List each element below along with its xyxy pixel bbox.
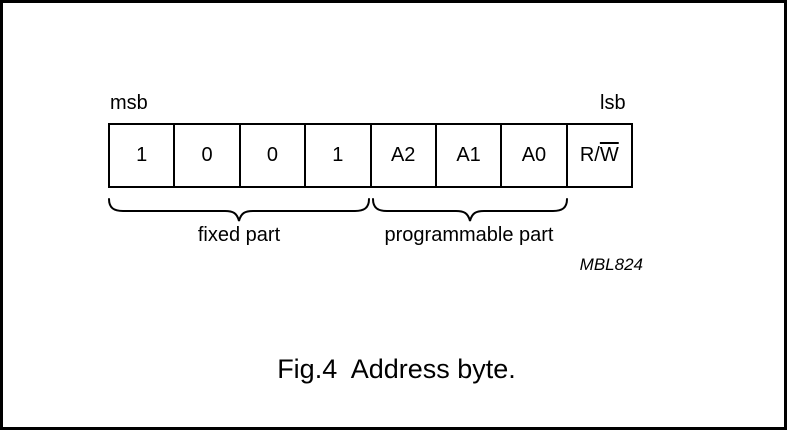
bit-cell-4: 1 [304,125,369,186]
figure-code: MBL824 [579,255,643,274]
bit-cell-6: 0 [173,125,238,186]
bit-value: A0 [521,144,547,166]
figure-caption: Fig.4 Address byte. [277,354,516,384]
msb-label: msb [110,92,148,114]
bit-value: 1 [136,144,148,166]
bit-cell-3: A2 [369,125,435,186]
bit-value: 0 [266,144,278,166]
programmable-part-brace [372,198,568,222]
fixed-part-label: fixed part [197,224,281,246]
bit-cell-2: A1 [434,125,500,186]
bit-value: 1 [332,144,344,166]
bit-cell-7: 1 [110,125,173,186]
lsb-label: lsb [600,92,626,114]
programmable-part-label: programmable part [384,224,554,246]
bit-cell-5: 0 [238,125,304,186]
bit-value: A2 [390,144,416,166]
fixed-part-brace [108,198,370,222]
overline-w: W [599,144,619,166]
bit-value: R/W [579,144,619,166]
address-byte-row: 1 0 0 1 A2 A1 A0 R/W [108,123,633,188]
bit-value: 0 [201,144,213,166]
bit-cell-1: A0 [500,125,565,186]
bit-cell-0-read-write: R/W [565,125,631,186]
bit-value: A1 [456,144,481,166]
